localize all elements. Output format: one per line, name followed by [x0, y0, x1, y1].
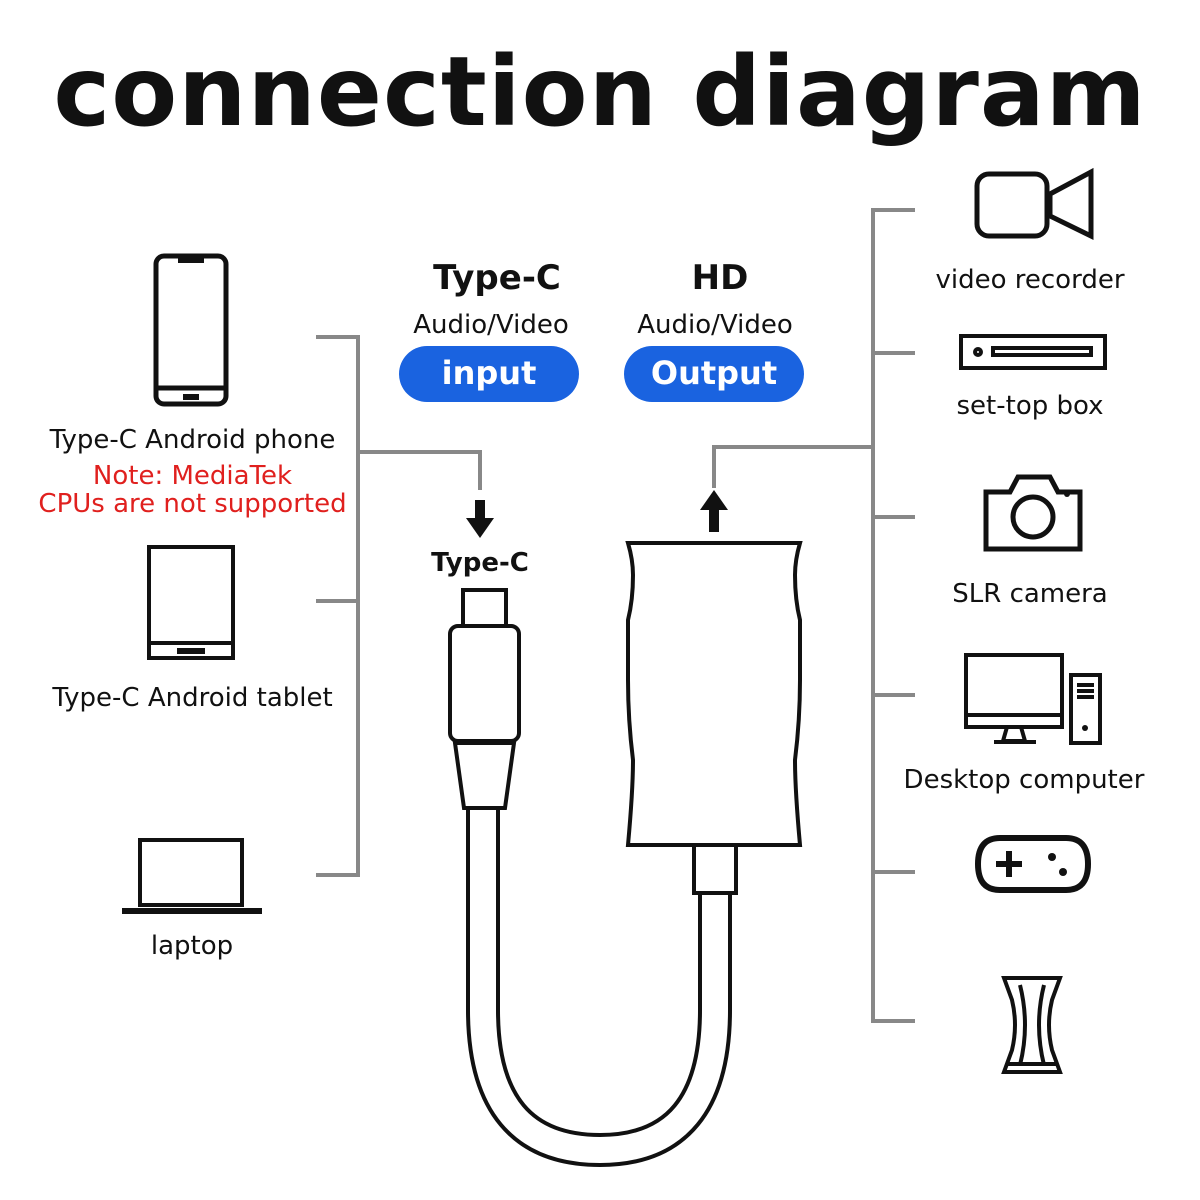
connector-label: Type-C: [431, 548, 529, 578]
right-bracket-lines: [712, 208, 915, 1023]
video-recorder-label: video recorder: [935, 265, 1125, 295]
output-subheader: Audio/Video: [637, 310, 793, 340]
output-header: HD: [691, 258, 749, 298]
phone-label: Type-C Android phone: [49, 425, 336, 455]
hdmi-adapter-body: [625, 541, 803, 895]
camera-icon: [983, 474, 1083, 552]
input-header: Type-C: [433, 258, 561, 298]
page-title: connection diagram: [53, 36, 1147, 148]
set-top-box-icon: [959, 334, 1107, 370]
cable: [466, 808, 732, 1168]
video-camera-icon: [974, 167, 1094, 241]
laptop-icon: [122, 838, 262, 914]
type-c-plug: [448, 588, 521, 810]
projector-icon: [1001, 976, 1063, 1074]
tablet-label: Type-C Android tablet: [52, 683, 333, 713]
up-arrow-icon: [700, 490, 728, 532]
input-pill: input: [399, 346, 579, 402]
set-top-box-label: set-top box: [956, 391, 1104, 421]
gamepad-icon: [974, 835, 1092, 893]
phone-note-line2: CPUs are not supported: [38, 489, 347, 519]
tablet-icon: [147, 545, 235, 660]
input-subheader: Audio/Video: [413, 310, 569, 340]
slr-camera-label: SLR camera: [952, 579, 1108, 609]
desktop-computer-icon: [964, 653, 1102, 745]
down-arrow-icon: [466, 500, 494, 538]
left-bracket-lines: [316, 335, 482, 877]
output-pill: Output: [624, 346, 804, 402]
smartphone-icon: [153, 253, 229, 407]
laptop-label: laptop: [150, 931, 234, 961]
desktop-computer-label: Desktop computer: [903, 765, 1145, 795]
phone-note-line1: Note: MediaTek: [92, 461, 293, 491]
